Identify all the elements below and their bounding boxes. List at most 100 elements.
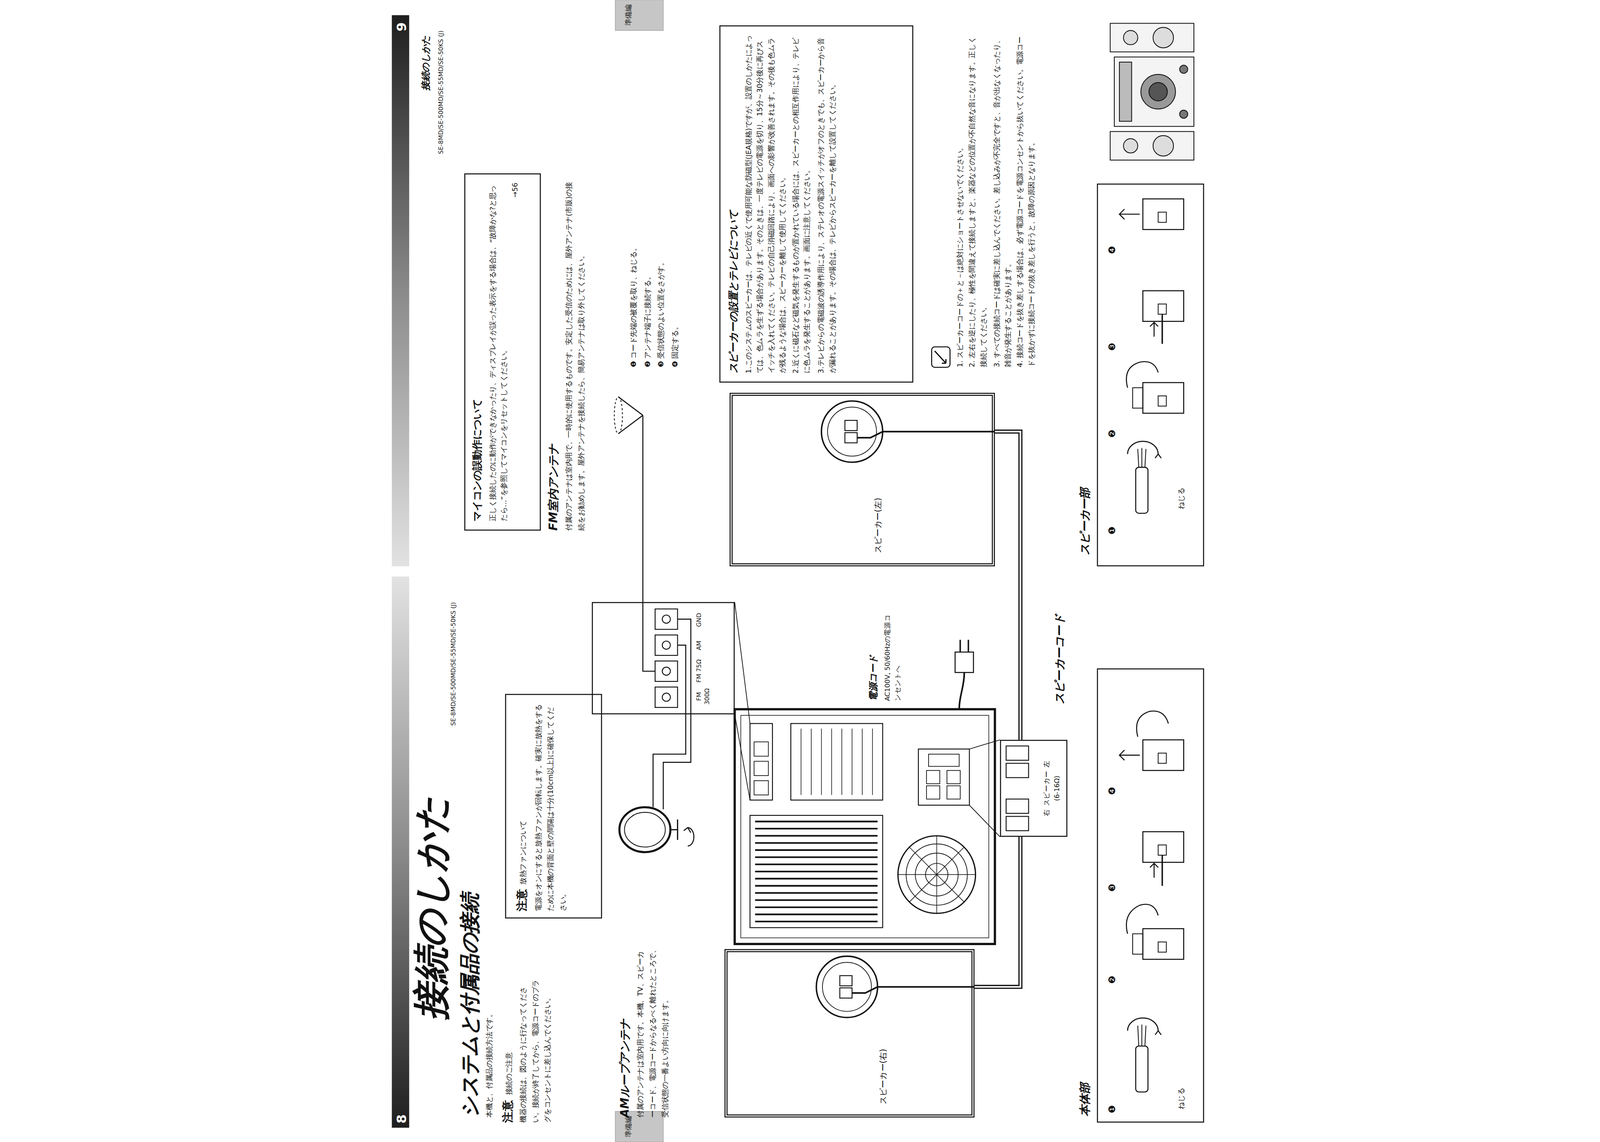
speaker-terminal [1006,816,1029,831]
memo-text: 3. すべての接続コードは確実に差し込んでください。差し込みが不完全ですと、音が… [991,30,1015,368]
am-loop-antenna [683,827,692,833]
step-illustration [1119,710,1184,1092]
main-unit-rear [928,753,960,767]
power-cord [955,639,974,710]
node-text: 電源をオンにすると放熱ファンが回転します。確実に放熱をするために本機の背面と壁の… [533,700,570,912]
step-illustration [1157,941,1167,953]
fm-antenna [642,415,656,671]
step-illustration [1132,387,1143,409]
main-unit-rear [750,723,773,800]
step-illustration [1142,739,1184,771]
header-band [391,14,410,1128]
cord-outline [974,836,1021,987]
step-illustration [1161,854,1163,886]
main-unit-rear [753,780,769,795]
speaker-box: スピーカー(右) [724,948,975,1117]
header-band [391,576,410,1128]
main-unit-rear [753,761,769,776]
cord-core [974,836,1021,987]
am-loop-antenna [619,807,671,852]
callout-number: ❶ [1106,526,1119,535]
speaker-unit [857,431,995,438]
antenna-terminal [662,641,671,650]
step-illustration [1119,208,1140,220]
am-loop-antenna [687,827,694,847]
callout-number: 本体部 [1078,1082,1094,1117]
system-photo [1153,135,1174,157]
speaker-unit [840,987,853,998]
system-photo [1148,82,1168,101]
text-column: ❶ コード先端の被覆を取り、ねじる。❷ アンテナ端子に接続する。❸ 受信状態のよ… [627,183,684,368]
main-unit-rear [740,715,989,938]
main-unit-rear [801,728,873,795]
step-illustration [1126,361,1158,388]
speaker-unit [816,955,878,1018]
speaker-unit [840,975,853,986]
memo-icon [934,350,946,364]
cord-outline [994,431,1021,740]
node-text: GND [694,606,711,633]
system-photo [1110,23,1194,161]
node-text: 3.テレビからの電磁波の誘導作用により、ステレオの電源スイッチがオフのときでも、… [816,34,839,374]
speaker-box: スピーカー(左) [729,392,995,567]
step-illustration [1157,395,1167,407]
part-name: スピーカーコード [1053,614,1069,704]
speaker-terminal [1006,798,1029,814]
callout-number: ❸ [1106,342,1119,351]
subsection-heading: FM室内アンテナ [546,444,562,531]
memo-icon [931,346,950,368]
power-cord [955,651,974,673]
step-illustration [1157,752,1167,763]
speaker-terminal [1006,762,1029,778]
body-text: 付属のアンテナは室内用で、一時的に使用するものです。安定した受信のためには、屋外… [564,178,589,531]
speaker-unit [844,420,858,431]
speaker-terminal [1006,745,1029,760]
main-unit-rear [734,709,995,944]
antenna-terminal-box: FM 300ΩFM 75ΩAMGND [591,602,735,715]
main-unit-rear [946,785,961,799]
main-unit-rear [926,785,940,799]
fm-antenna [618,396,643,434]
node-text: 正しく接続したのに動作ができなかったり、ディスプレイが誤った表示をする場合は、“… [487,182,512,522]
speaker-terminal-box: 右スピーカー左(6-16Ω) [1000,739,1068,837]
main-unit-rear [753,741,769,756]
main-unit-rear [755,821,878,922]
caution-heading: 注意 [501,1099,517,1123]
system-photo [1114,56,1194,127]
step-illustration [1142,831,1184,863]
leader-line [734,602,751,801]
antenna-terminal [655,608,678,708]
subsection-heading: AMループアンテナ [618,1018,634,1118]
index-tab-label: 準備編 [624,1,635,29]
step-illustration [1126,904,1158,934]
main-unit-rear [750,815,883,928]
body-text: 付属のアンテナは室内用です。本機、TV、スピーカーコード、電源コードからなるべく… [635,943,673,1117]
node-text: スピーカーの設置とテレビについて [726,34,741,374]
caution-text: 機器の接続は、図のように行なってください。接続が終了してから、電源コードのプラグ… [518,979,555,1123]
antenna-terminal [655,686,678,708]
node-text: スピーカー(右) [878,951,890,1104]
callout-number: ねじる [1177,487,1188,509]
step-illustration [1157,212,1167,223]
step-illustration [1157,303,1167,315]
callout-number: ❷ [1106,429,1119,438]
step-illustration [1119,749,1140,760]
text-column: 1. スピーカーコードの＋と－は絶対にショートさせないでください。2. 左右を逆… [955,30,1039,368]
note-box: マイコンの誤動作について正しく接続したのに動作ができなかったり、ディスプレイが誤… [464,173,541,531]
index-tab [615,0,664,31]
system-photo [1110,23,1194,53]
speaker-unit [844,432,858,443]
callout-number: スピーカー部 [1078,487,1094,555]
step-illustration [1142,198,1184,230]
memo-icon [931,346,950,368]
page-number: 9 [392,22,411,32]
main-unit-rear [897,835,976,914]
procedure-box: スピーカー部❶ねじる❷❸❹ [1096,183,1204,567]
step-illustration [1119,198,1184,514]
fm-antenna [614,396,623,434]
leader-line [734,602,1001,837]
fm-antenna [614,396,656,671]
step-illustration [1149,322,1158,337]
leader-line [969,739,1001,837]
